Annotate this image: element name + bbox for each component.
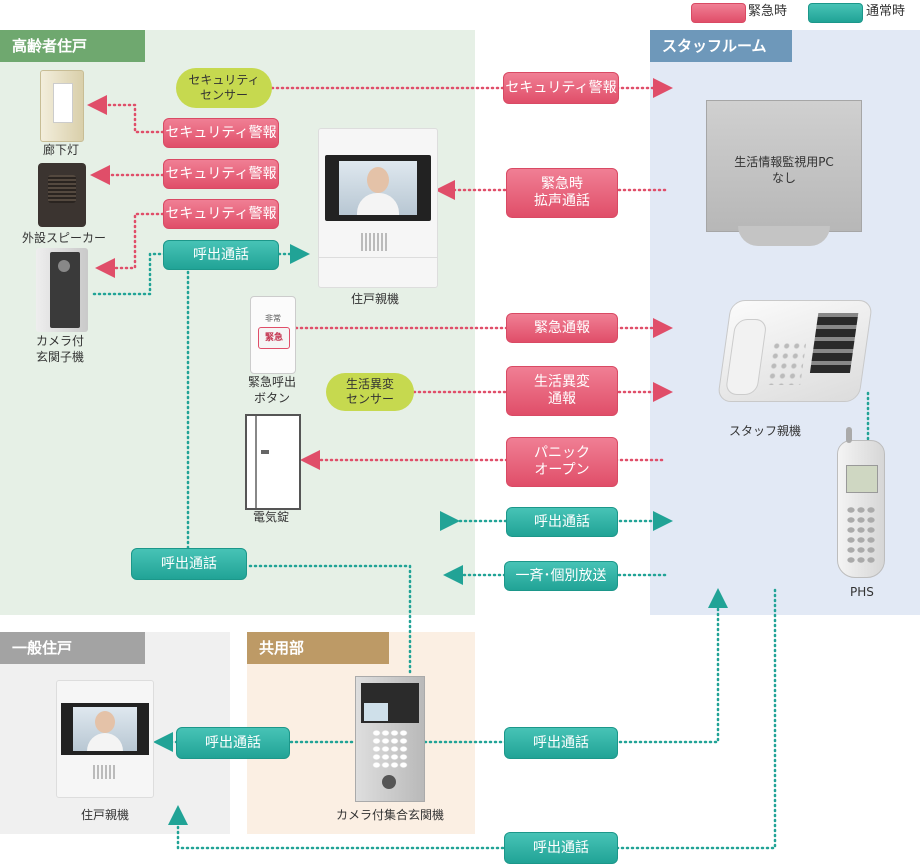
hall-light	[40, 70, 84, 142]
signal-security-alarm-2: セキュリティ警報	[163, 159, 279, 189]
staff-unit-display	[809, 313, 859, 373]
general-zone-title: 一般住戸	[0, 632, 145, 664]
person-body-icon	[357, 193, 399, 215]
line-bottom-call	[168, 588, 777, 850]
person-head-icon	[367, 167, 389, 193]
hall-light-switch	[53, 83, 73, 123]
signal-call-general: 呼出通話	[176, 727, 290, 759]
electric-lock-label: 電気錠	[252, 510, 289, 524]
electric-lock-door	[245, 414, 301, 510]
door-frame-icon	[255, 416, 257, 508]
life-anomaly-sensor: 生活異変 センサー	[326, 373, 414, 411]
emergency-button-label: 緊急呼出 ボタン	[247, 375, 296, 405]
lobby-unit-keypad	[372, 729, 408, 769]
master-unit-buttons	[319, 257, 437, 288]
general-person-body-icon	[87, 733, 123, 751]
line-master-to-lobby	[186, 260, 412, 678]
signal-security-alarm-3: セキュリティ警報	[163, 199, 279, 229]
staff-unit-label: スタッフ親機	[728, 424, 801, 438]
signal-security-alarm-1: セキュリティ警報	[163, 118, 279, 148]
speaker-grille-icon	[48, 175, 76, 203]
signal-panic-open: パニック オープン	[506, 437, 618, 487]
legend-normal-swatch	[808, 3, 863, 23]
signal-call-lobby-staff: 呼出通話	[504, 727, 618, 759]
common-zone-title: 共用部	[247, 632, 389, 664]
line-lobby-to-staff	[423, 588, 728, 744]
master-unit-screen	[325, 155, 431, 221]
legend-emergency-label: 緊急時	[748, 4, 788, 19]
lobby-unit-screen	[364, 703, 388, 721]
lobby-unit	[355, 676, 425, 802]
signal-call-staff: 呼出通話	[506, 507, 618, 537]
signal-call-door: 呼出通話	[163, 240, 279, 270]
lobby-unit-label: カメラ付集合玄関機	[335, 808, 444, 822]
phs	[837, 427, 885, 578]
master-unit-speaker-grille	[361, 233, 389, 251]
signal-life-anomaly-report: 生活異変 通報	[506, 366, 618, 416]
general-master-unit-grille	[93, 765, 115, 779]
signal-security-alarm-right: セキュリティ警報	[503, 72, 619, 104]
line-alarm-to-hall-light	[87, 95, 165, 134]
master-unit-label: 住戸親機	[350, 292, 399, 306]
door-unit-camera-icon	[58, 260, 70, 272]
staff-unit-keypad	[766, 341, 807, 385]
staff-zone-title: スタッフルーム	[650, 30, 792, 62]
general-master-unit-screen	[61, 703, 149, 755]
phs-screen	[846, 465, 878, 493]
monitor-pc-stand	[738, 226, 830, 246]
legend-emergency-swatch	[691, 3, 746, 23]
phs-keypad	[846, 505, 876, 565]
screen-image	[339, 161, 417, 215]
general-master-unit-label: 住戸親機	[80, 808, 129, 822]
general-screen-image	[73, 707, 137, 751]
signal-broadcast: 一斉･個別放送	[504, 561, 618, 591]
general-person-head-icon	[95, 711, 115, 733]
camera-door-unit	[36, 248, 88, 332]
signal-call-bottom: 呼出通話	[504, 832, 618, 864]
staff-unit-handset	[724, 319, 768, 395]
phs-label: PHS	[850, 585, 874, 599]
legend-normal-label: 通常時	[866, 4, 906, 19]
signal-call-lobby-elderly: 呼出通話	[131, 548, 247, 580]
elderly-zone-title: 高齢者住戸	[0, 30, 145, 62]
camera-door-unit-label: カメラ付 玄関子機	[35, 334, 84, 364]
staff-unit	[716, 300, 874, 402]
emergency-button-plate-text: 非常	[265, 314, 281, 323]
general-master-unit	[56, 680, 154, 798]
line-alarm-to-door-unit	[95, 212, 165, 278]
signal-emergency-loud-call: 緊急時 拡声通話	[506, 168, 618, 218]
lobby-unit-camera-icon	[382, 775, 396, 789]
phs-antenna	[846, 427, 852, 443]
monitor-pc	[706, 100, 862, 232]
outdoor-speaker-label: 外設スピーカー	[21, 231, 106, 245]
emergency-button: 非常 緊急	[250, 296, 296, 374]
outdoor-speaker	[38, 163, 86, 227]
emergency-button-face: 緊急	[258, 327, 290, 349]
door-handle-icon	[261, 450, 269, 454]
master-unit	[318, 128, 438, 288]
monitor-pc-label: 生活情報監視用PC なし	[734, 155, 834, 185]
hall-light-label: 廊下灯	[42, 143, 79, 157]
line-door-to-master	[92, 244, 310, 296]
signal-emergency-report: 緊急通報	[506, 313, 618, 343]
security-sensor: セキュリティ センサー	[176, 68, 272, 108]
